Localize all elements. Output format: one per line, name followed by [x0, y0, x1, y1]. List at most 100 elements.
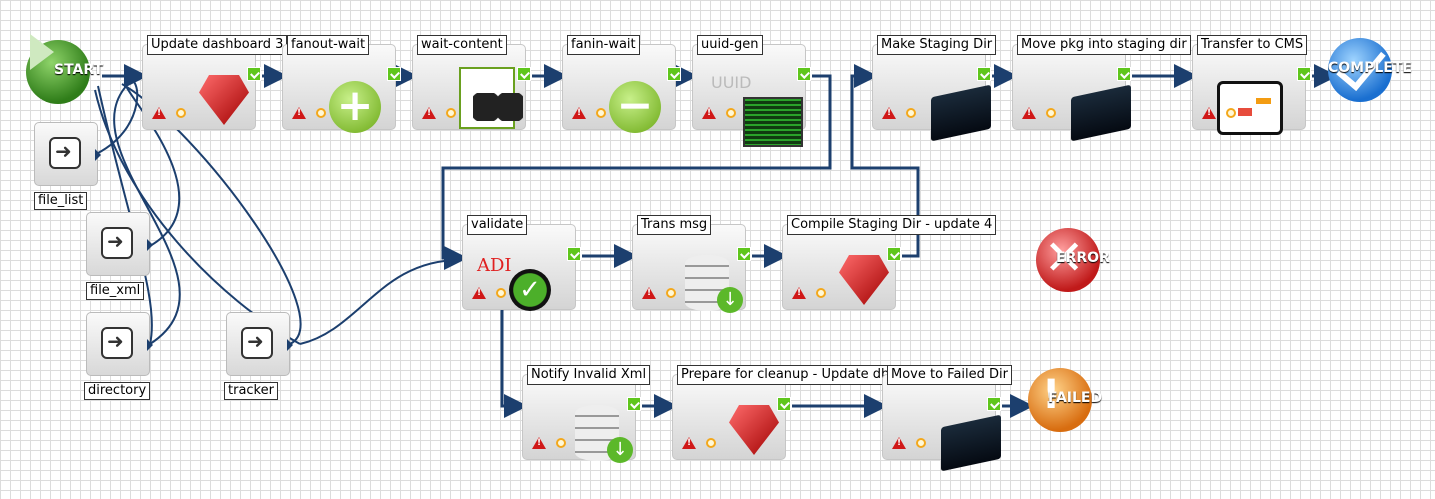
fail-port[interactable]	[726, 108, 736, 118]
start-node[interactable]: START	[26, 34, 103, 104]
fail-port[interactable]	[446, 108, 456, 118]
node-update-dashboard[interactable]: Update dashboard 3	[142, 35, 288, 130]
tracker-label: tracker	[224, 382, 278, 400]
success-port[interactable]	[977, 67, 991, 81]
error-port[interactable]	[892, 437, 906, 449]
input-arrow-icon	[101, 227, 133, 259]
node-label: fanout-wait	[287, 35, 370, 55]
failed-label: FAILED	[1048, 390, 1103, 406]
fail-port[interactable]	[1226, 108, 1236, 118]
node-fanin-wait[interactable]: fanin-wait −	[562, 35, 681, 133]
success-port[interactable]	[737, 247, 751, 261]
complete-node[interactable]: COMPLETE	[1328, 38, 1412, 102]
fail-port[interactable]	[176, 108, 186, 118]
validate-text: ADI	[477, 255, 512, 276]
success-port[interactable]	[987, 397, 1001, 411]
error-port[interactable]	[472, 287, 486, 299]
binoculars-icon	[473, 93, 523, 121]
play-icon	[30, 34, 54, 70]
input-tracker[interactable]	[226, 312, 293, 376]
node-label: uuid-gen	[697, 35, 763, 55]
node-validate[interactable]: validate ADI ✓	[462, 215, 581, 311]
input-arrow-icon	[241, 327, 273, 359]
flowchart-icon	[1217, 81, 1283, 135]
node-label: Trans msg	[637, 215, 712, 235]
error-port[interactable]	[682, 437, 696, 449]
error-port[interactable]	[572, 107, 586, 119]
exclamation-icon: !	[1042, 372, 1061, 418]
ruby-gem-icon	[729, 405, 779, 455]
error-port[interactable]	[702, 107, 716, 119]
failed-node[interactable]: ! FAILED	[1028, 368, 1102, 432]
connector-dot[interactable]	[147, 339, 153, 351]
input-file-xml[interactable]	[86, 212, 153, 276]
success-port[interactable]	[517, 67, 531, 81]
minus-icon: −	[609, 81, 661, 133]
node-trans-msg[interactable]: Trans msg ↓	[632, 215, 751, 313]
fail-port[interactable]	[666, 288, 676, 298]
ruby-gem-icon	[199, 75, 249, 125]
success-port[interactable]	[1117, 67, 1131, 81]
error-port[interactable]	[532, 437, 546, 449]
error-port[interactable]	[1202, 107, 1216, 119]
fail-port[interactable]	[816, 288, 826, 298]
fail-port[interactable]	[496, 288, 506, 298]
fail-port[interactable]	[1046, 108, 1056, 118]
node-label: fanin-wait	[567, 35, 640, 55]
node-move-pkg[interactable]: Move pkg into staging dir	[1012, 35, 1191, 142]
complete-label: COMPLETE	[1328, 60, 1412, 76]
fail-port[interactable]	[316, 108, 326, 118]
connector-dot[interactable]	[287, 339, 293, 351]
node-label: validate	[467, 215, 528, 235]
node-compile-staging[interactable]: Compile Staging Dir - update 4	[782, 215, 997, 310]
connector-dot[interactable]	[147, 239, 153, 251]
input-file-list[interactable]	[34, 122, 101, 186]
input-directory[interactable]	[86, 312, 153, 376]
node-label: Compile Staging Dir - update 4	[787, 215, 997, 235]
node-prepare-cleanup[interactable]: Prepare for cleanup - Update db	[672, 365, 894, 460]
node-label: Move to Failed Dir	[887, 365, 1012, 385]
success-port[interactable]	[1297, 67, 1311, 81]
error-port[interactable]	[422, 107, 436, 119]
node-label: Make Staging Dir	[877, 35, 997, 55]
node-move-failed[interactable]: Move to Failed Dir	[882, 365, 1012, 472]
download-icon: ↓	[607, 437, 633, 463]
input-arrow-icon	[49, 137, 81, 169]
error-port[interactable]	[292, 107, 306, 119]
success-port[interactable]	[567, 247, 581, 261]
node-label: Prepare for cleanup - Update db	[677, 365, 894, 385]
fail-port[interactable]	[556, 438, 566, 448]
node-notify-invalid[interactable]: Notify Invalid Xml ↓	[522, 365, 651, 463]
fail-port[interactable]	[596, 108, 606, 118]
check-circle-icon: ✓	[509, 269, 551, 311]
success-port[interactable]	[797, 67, 811, 81]
start-label: START	[54, 62, 104, 78]
connector-dot[interactable]	[95, 149, 101, 161]
node-wait-content[interactable]: wait-content	[412, 35, 531, 130]
error-port[interactable]	[152, 107, 166, 119]
node-label: wait-content	[417, 35, 507, 55]
fail-port[interactable]	[706, 438, 716, 448]
success-port[interactable]	[667, 67, 681, 81]
success-port[interactable]	[627, 397, 641, 411]
error-port[interactable]	[1022, 107, 1036, 119]
error-port[interactable]	[642, 287, 656, 299]
error-port[interactable]	[882, 107, 896, 119]
success-port[interactable]	[777, 397, 791, 411]
download-icon: ↓	[717, 287, 743, 313]
success-port[interactable]	[247, 67, 261, 81]
error-port[interactable]	[792, 287, 806, 299]
plus-icon: +	[329, 81, 381, 133]
error-node[interactable]: ✕ ERROR	[1036, 228, 1110, 292]
success-port[interactable]	[887, 247, 901, 261]
node-transfer-cms[interactable]: Transfer to CMS	[1192, 35, 1311, 135]
input-arrow-icon	[101, 327, 133, 359]
node-label: Notify Invalid Xml	[527, 365, 651, 385]
fail-port[interactable]	[916, 438, 926, 448]
directory-label: directory	[84, 382, 151, 400]
node-uuid-gen[interactable]: uuid-gen UUID	[692, 35, 811, 147]
success-port[interactable]	[387, 67, 401, 81]
node-fanout-wait[interactable]: fanout-wait +	[282, 35, 401, 133]
fail-port[interactable]	[906, 108, 916, 118]
node-make-staging-dir[interactable]: Make Staging Dir	[872, 35, 997, 142]
